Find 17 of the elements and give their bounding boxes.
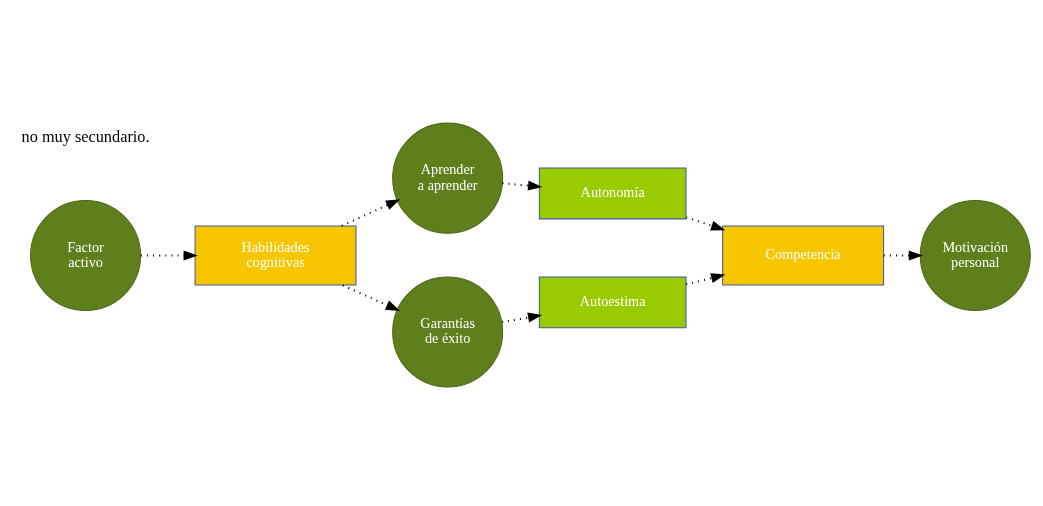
node-box: Competencia: [722, 225, 885, 286]
arrow: [686, 272, 726, 285]
arrow: [342, 283, 400, 311]
arrow: [501, 312, 543, 323]
node-box: Autoestima: [538, 275, 687, 328]
arrow: [883, 250, 924, 261]
arrow: [502, 180, 543, 191]
node-box: Autonomía: [538, 166, 687, 219]
node-box: Habilidades cognitivas: [194, 225, 357, 286]
label: no muy secundario.: [21, 126, 150, 146]
arrow: [685, 215, 726, 230]
node-circle: Motivación personal: [919, 199, 1031, 311]
node-circle: Aprender a aprender: [392, 122, 504, 234]
arrow: [140, 250, 198, 261]
arrow: [341, 198, 401, 227]
node-circle: Garantías de éxito: [392, 275, 504, 387]
node-circle: Factor activo: [30, 199, 142, 311]
